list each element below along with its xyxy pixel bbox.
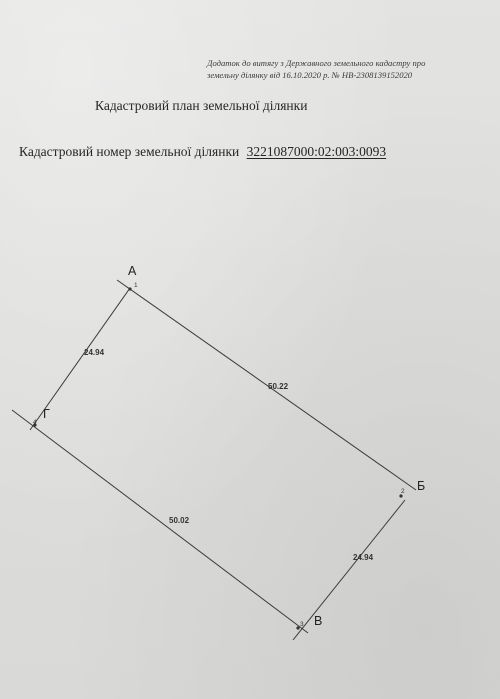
corner-point-2 — [399, 494, 403, 498]
corner-number-1: 1 — [134, 282, 138, 289]
corner-label-b: Б — [417, 479, 425, 493]
boundary-side-b-v — [292, 499, 406, 641]
annex-note: Додаток до витягу з Державного земельног… — [207, 57, 467, 81]
corner-number-3: 3 — [300, 621, 304, 628]
corner-point-4 — [33, 423, 37, 427]
plan-title: Кадастровий план земельної ділянки — [95, 98, 308, 113]
corner-label-g: Г — [43, 407, 50, 421]
boundary-side-a-b — [116, 279, 417, 491]
corner-label-a: А — [128, 264, 137, 278]
corner-number-2: 2 — [401, 488, 405, 495]
cadastral-number-line: Кадастровий номер земельної ділянки 3221… — [19, 144, 386, 160]
annex-line-1: Додаток до витягу з Державного земельног… — [207, 58, 426, 68]
side-length-v-g: 50.02 — [169, 516, 190, 525]
annex-line-2: земельну ділянку від 16.10.2020 р. № НВ-… — [207, 70, 413, 80]
corner-point-3 — [296, 626, 300, 630]
corner-point-1 — [128, 287, 132, 291]
boundary-side-g-a — [29, 287, 131, 431]
corner-number-4: 4 — [33, 419, 37, 426]
side-length-b-v: 24.94 — [353, 553, 374, 562]
cadastral-number: 3221087000:02:003:0093 — [246, 144, 387, 159]
side-length-g-a: 24.94 — [84, 348, 105, 357]
cadastral-label: Кадастровий номер земельної ділянки — [19, 144, 240, 159]
boundary-side-v-g — [11, 409, 309, 634]
side-length-a-b: 50.22 — [268, 382, 289, 391]
corner-label-v: В — [314, 614, 322, 628]
